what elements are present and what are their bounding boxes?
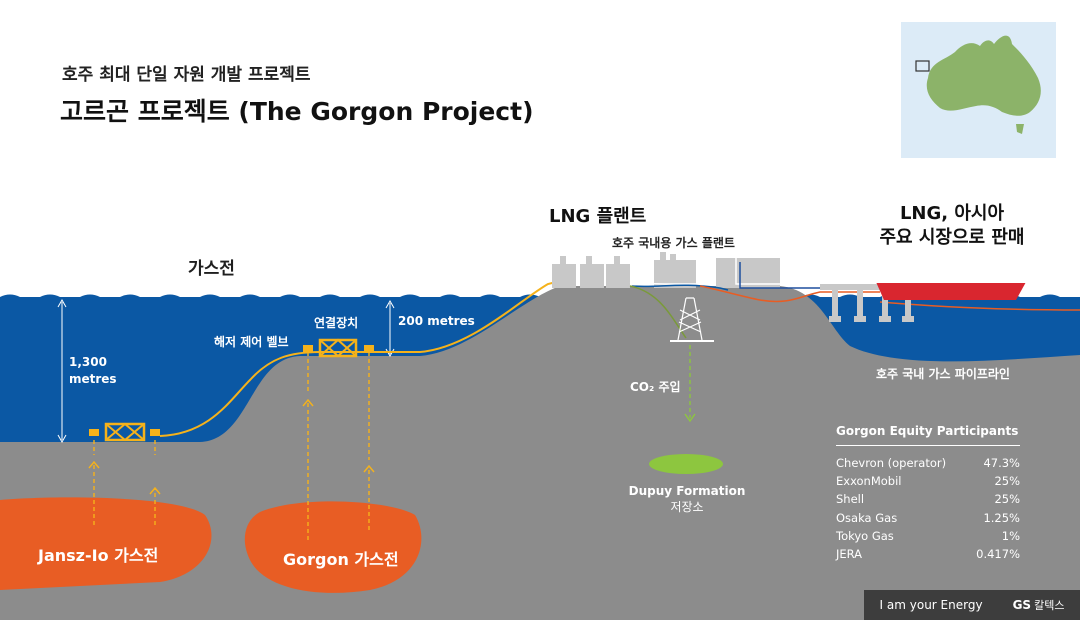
gas-field-label: 가스전 (188, 259, 235, 279)
connector-label: 연결장치 (314, 316, 359, 330)
domestic-gas-pipeline (699, 285, 1080, 311)
jansz-gas-field (0, 497, 212, 590)
gas-pipeline (159, 281, 557, 437)
equity-participants-table: Gorgon Equity Participants Chevron (oper… (836, 424, 1020, 563)
header-subtitle: 호주 최대 단일 자원 개발 프로젝트 (62, 65, 311, 85)
lng-sales-label: LNG, 아시아 주요 시장으로 판매 (879, 203, 1025, 248)
project-location-marker (915, 60, 930, 72)
page-title: 고르곤 프로젝트 (The Gorgon Project) (60, 97, 534, 126)
domestic-plant-label: 호주 국내용 가스 플랜트 (612, 236, 735, 250)
lng-plant-buildings (552, 252, 780, 288)
gorgon-gas-field (244, 501, 422, 593)
lng-jetty (820, 284, 920, 322)
lng-plant-label: LNG 플랜트 (549, 206, 647, 227)
domestic-pipeline-label: 호주 국내 가스 파이프라인 (876, 367, 1010, 381)
dupuy-reservoir (649, 454, 723, 474)
jansz-field-label: Jansz-Io 가스전 (38, 546, 159, 565)
australia-map-land (926, 35, 1041, 116)
footer-brand: GS (1012, 598, 1032, 612)
footer-branding: I am your Energy GS 칼텍스 (864, 590, 1080, 620)
gas-flow-arrows (93, 400, 370, 540)
co2-injection-label: CO₂ 주입 (630, 380, 681, 394)
footer-brand-suffix: 칼텍스 (1034, 599, 1065, 612)
tasmania-land (1016, 124, 1024, 134)
co2-injection-derrick (670, 297, 714, 342)
depth-1300-label: 1,300 metres (69, 355, 117, 386)
depth-200-label: 200 metres (398, 314, 475, 328)
dupuy-formation-label: Dupuy Formation 저장소 (628, 484, 746, 514)
lng-tanker (876, 258, 1026, 300)
table-row: Chevron (operator)47.3% (836, 456, 1020, 470)
sea-waves-left (0, 294, 560, 300)
co2-line (629, 285, 687, 339)
equity-table-title: Gorgon Equity Participants (836, 424, 1020, 446)
jansz-subsea-manifold (89, 422, 160, 442)
subsea-valve-label: 해저 제어 벨브 (214, 335, 289, 349)
footer-slogan: I am your Energy (879, 598, 983, 612)
gorgon-subsea-connector (303, 338, 374, 358)
gorgon-field-label: Gorgon 가스전 (283, 550, 399, 569)
